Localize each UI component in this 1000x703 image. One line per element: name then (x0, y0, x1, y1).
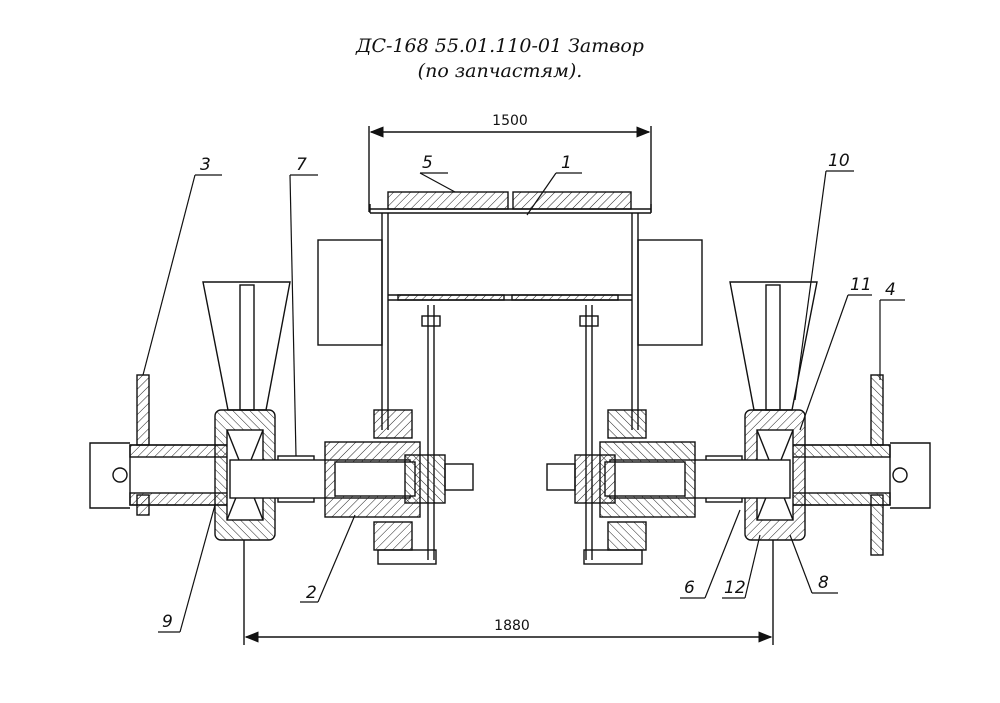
dimension-1500 (368, 126, 652, 212)
callout-2: 2 (306, 583, 317, 603)
inner-rods (421, 305, 599, 560)
callout-11: 11 (850, 275, 872, 295)
callout-4: 4 (885, 280, 896, 300)
callout-5: 5 (422, 153, 433, 173)
drawing-title: ДС-168 55.01.110-01 Затвор (356, 35, 644, 57)
drawing-subtitle: (по запчастям). (417, 60, 583, 82)
left-assembly (89, 281, 474, 565)
callout-6: 6 (684, 578, 695, 598)
dimension-1880 (243, 540, 774, 645)
callout-8: 8 (818, 573, 829, 593)
callout-7: 7 (296, 155, 307, 175)
right-assembly (546, 281, 931, 565)
leader-lines (142, 170, 905, 633)
callout-3: 3 (200, 155, 211, 175)
side-box-left (317, 239, 383, 346)
frame-top (369, 191, 652, 430)
callout-10: 10 (828, 151, 850, 171)
callout-1: 1 (561, 153, 572, 173)
callout-12: 12 (724, 578, 746, 598)
dimension-label-bottom: 1880 (494, 618, 530, 634)
callout-9: 9 (162, 612, 173, 632)
dimension-label-top: 1500 (492, 113, 528, 129)
side-box-right (637, 239, 703, 346)
